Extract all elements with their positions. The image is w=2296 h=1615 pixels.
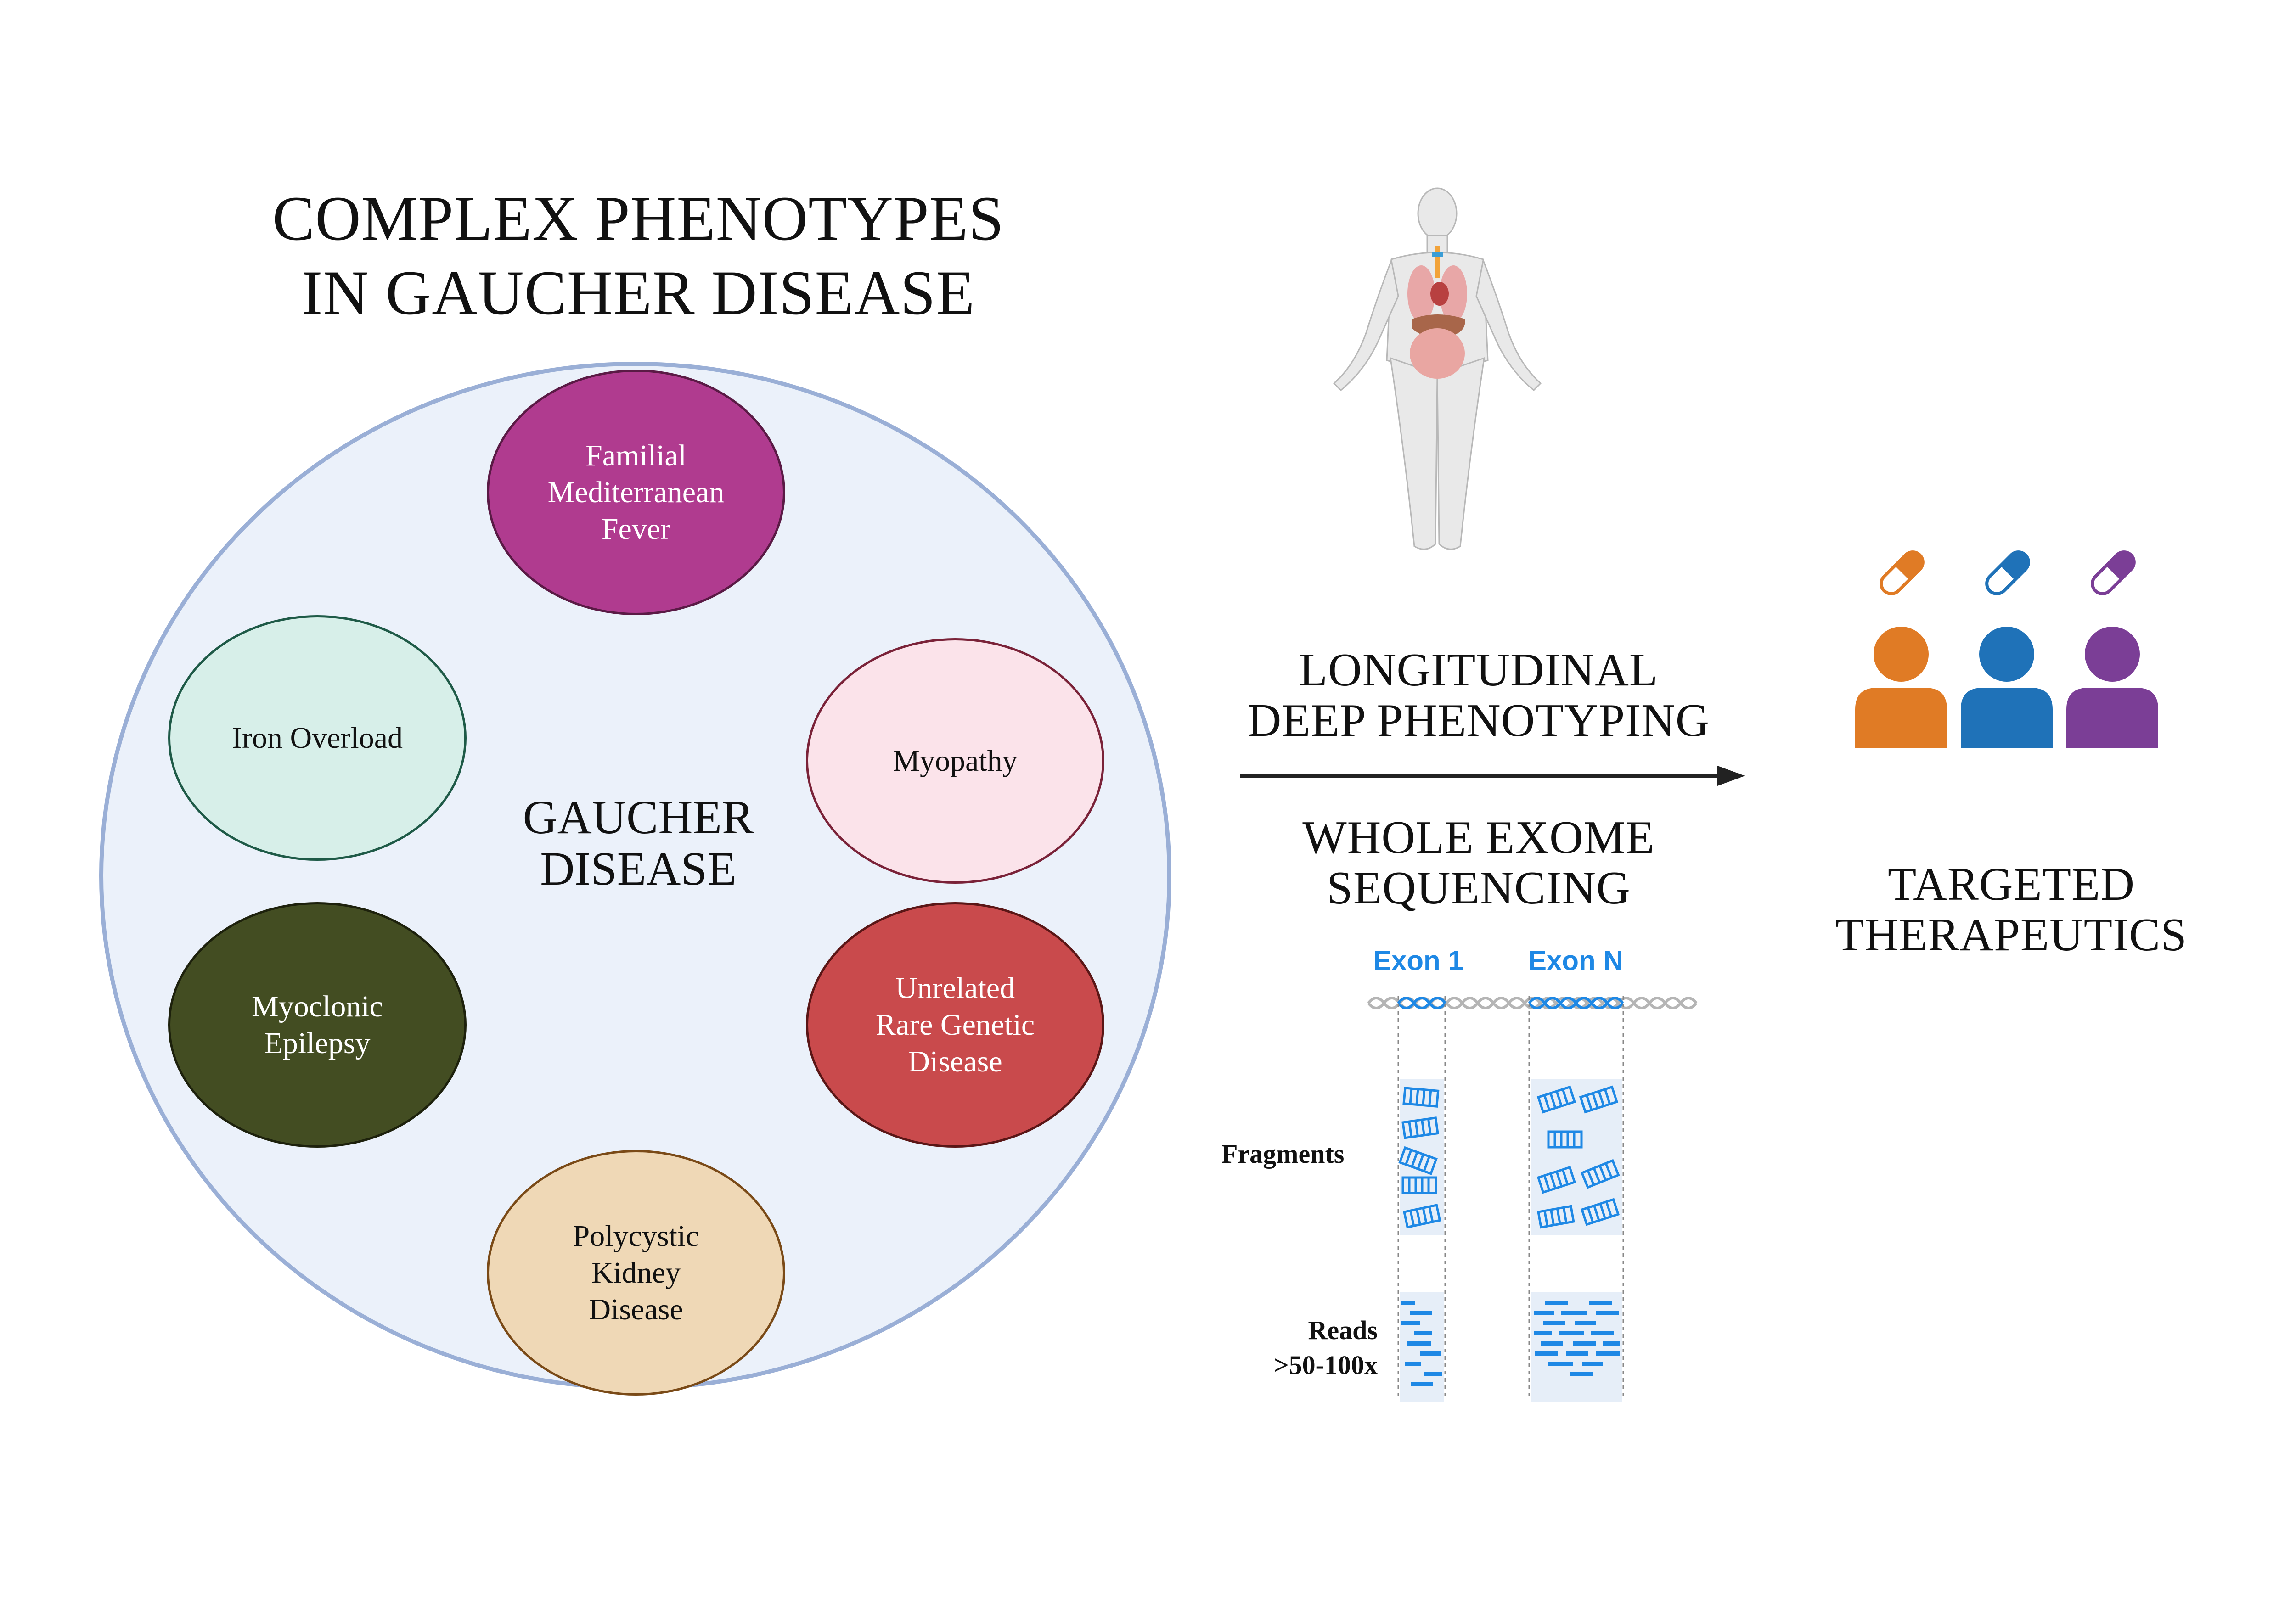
phenotype-label-line: Kidney (591, 1256, 681, 1290)
targeted-therapeutics-label: TARGETED THERAPEUTICS (1759, 859, 2264, 960)
phenotype-label-line: Unrelated (895, 971, 1015, 1005)
phenotype-label-line: Polycystic (573, 1219, 699, 1253)
phenotype-label-line: Myopathy (893, 744, 1018, 778)
center-label-line-2: DISEASE (540, 842, 737, 895)
process-top-line-1: LONGITUDINAL (1299, 644, 1659, 696)
longitudinal-deep-phenotyping-label: LONGITUDINAL DEEP PHENOTYPING (1203, 645, 1754, 746)
phenotype-label-line: Mediterranean (547, 475, 725, 509)
exon-n-label: Exon N (1528, 945, 1623, 976)
reads-label-line-2: >50-100x (1273, 1350, 1378, 1380)
exon-1-label: Exon 1 (1373, 945, 1463, 976)
capsule-icon (1880, 550, 1925, 595)
person-icon (1961, 627, 2053, 748)
phenotype-label-line: Familial (585, 438, 687, 472)
phenotype-myopathy: Myopathy (806, 638, 1104, 884)
reads-label-line-1: Reads (1308, 1315, 1378, 1345)
phenotype-label-line: Rare Genetic (875, 1008, 1035, 1042)
person-icon (2066, 627, 2158, 748)
center-label-line-1: GAUCHER (523, 791, 754, 844)
patients-group (1855, 550, 2158, 748)
center-label: GAUCHER DISEASE (459, 792, 817, 895)
capsule-icon (2091, 550, 2136, 595)
process-bottom-line-1: WHOLE EXOME (1302, 812, 1655, 864)
fragments-label: Fragments (1221, 1139, 1345, 1169)
phenotype-label-line: Disease (589, 1292, 683, 1326)
phenotype-polycystic-kidney-disease: Polycystic Kidney Disease (487, 1150, 785, 1396)
whole-exome-sequencing-label: WHOLE EXOME SEQUENCING (1203, 813, 1754, 914)
phenotype-label-line: Epilepsy (264, 1026, 371, 1060)
process-bottom-line-2: SEQUENCING (1327, 862, 1631, 914)
phenotype-label-line: Fever (601, 512, 671, 546)
person-icon (1855, 627, 1947, 748)
outcome-line-1: TARGETED (1887, 858, 2135, 910)
title-line-2: IN GAUCHER DISEASE (301, 258, 975, 328)
phenotype-label-line: Myoclonic (252, 989, 383, 1023)
capsule-icon (1985, 550, 2030, 595)
phenotype-label-line: Iron Overload (231, 721, 403, 755)
reads-label: Reads >50-100x (1235, 1313, 1378, 1383)
human-body-anatomy-icon (1333, 187, 1542, 550)
exome-sequencing-illustration (1367, 996, 1698, 1402)
title-line-1: COMPLEX PHENOTYPES (272, 183, 1004, 253)
phenotype-unrelated-rare-genetic-disease: Unrelated Rare Genetic Disease (806, 902, 1104, 1148)
phenotype-familial-mediterranean-fever: Familial Mediterranean Fever (487, 370, 785, 615)
right-arrow-icon (1240, 766, 1745, 786)
diagram-title: COMPLEX PHENOTYPES IN GAUCHER DISEASE (147, 181, 1130, 330)
outcome-line-2: THERAPEUTICS (1835, 909, 2187, 961)
process-top-line-2: DEEP PHENOTYPING (1247, 695, 1710, 746)
phenotype-iron-overload: Iron Overload (168, 615, 467, 861)
phenotype-myoclonic-epilepsy: Myoclonic Epilepsy (168, 902, 467, 1148)
dna-helix-icon (1367, 997, 1698, 1009)
phenotype-label-line: Disease (908, 1044, 1002, 1078)
